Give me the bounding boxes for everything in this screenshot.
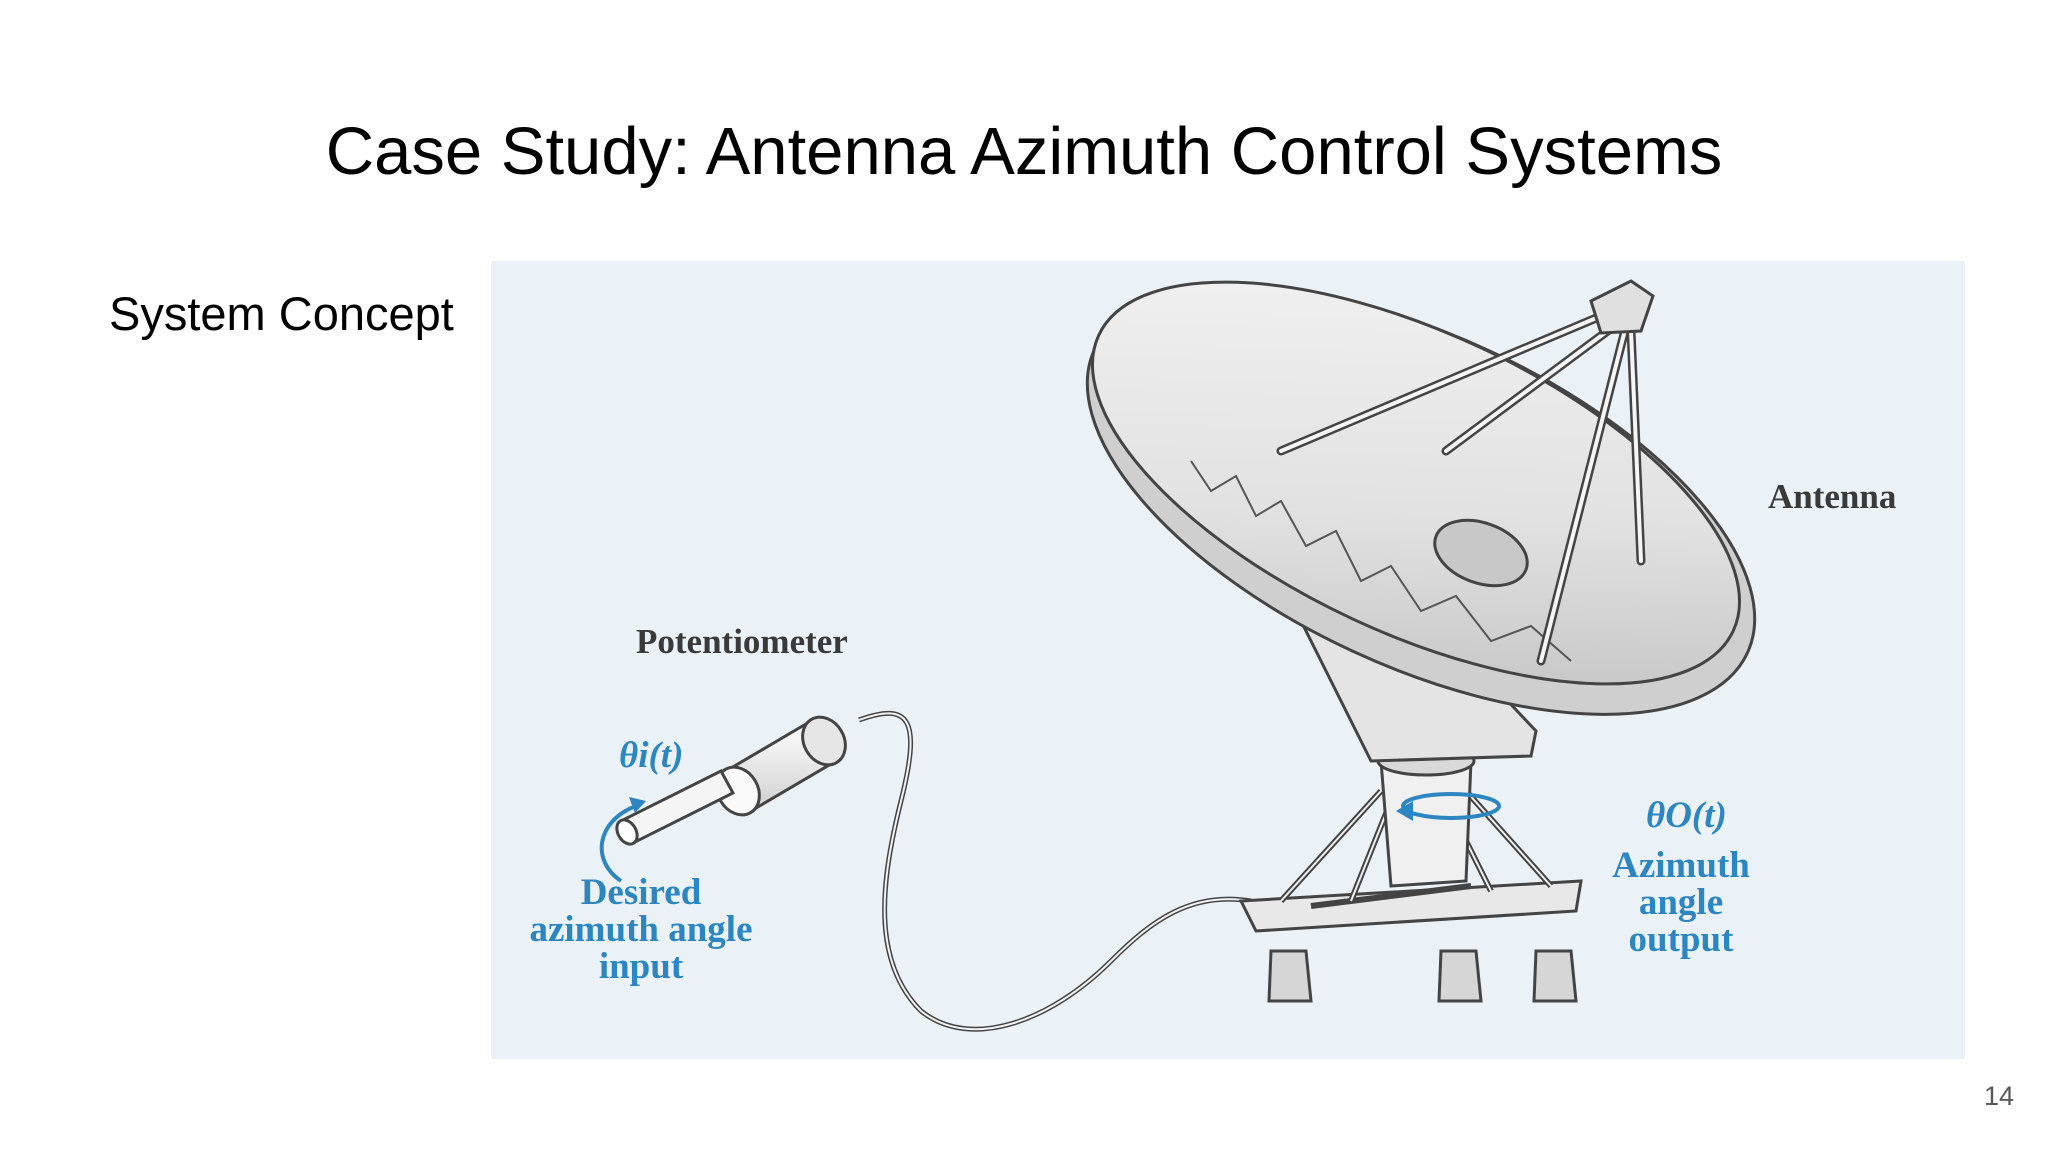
desired-input-line-2: azimuth angle bbox=[529, 909, 753, 950]
antenna-base bbox=[1238, 745, 1583, 1003]
antenna-illustration bbox=[599, 279, 1757, 1032]
antenna-label: Antenna bbox=[1768, 477, 1897, 516]
azimuth-output-line-2: angle bbox=[1638, 882, 1724, 923]
theta-input-label: θi(t) bbox=[619, 735, 684, 776]
slide-title: Case Study: Antenna Azimuth Control Syst… bbox=[325, 114, 1723, 189]
azimuth-output-line-1: Azimuth bbox=[1612, 845, 1750, 886]
potentiometer-device bbox=[599, 715, 847, 883]
desired-input-line-1: Desired bbox=[580, 872, 702, 913]
antenna-dish bbox=[1085, 279, 1757, 716]
antenna-system-figure: Antenna Potentiometer θi(t) Desired azim… bbox=[491, 261, 1965, 1059]
page-number: 14 bbox=[1983, 1081, 2014, 1111]
signal-cable bbox=[858, 710, 1252, 1032]
potentiometer-label: Potentiometer bbox=[636, 622, 848, 661]
azimuth-output-label: Azimuth angle output bbox=[1596, 847, 1766, 958]
system-concept-heading: System Concept bbox=[109, 287, 454, 340]
desired-input-line-3: input bbox=[598, 946, 684, 987]
desired-input-label: Desired azimuth angle input bbox=[511, 874, 771, 985]
azimuth-output-line-3: output bbox=[1628, 919, 1734, 960]
theta-output-label: θO(t) bbox=[1646, 795, 1727, 836]
